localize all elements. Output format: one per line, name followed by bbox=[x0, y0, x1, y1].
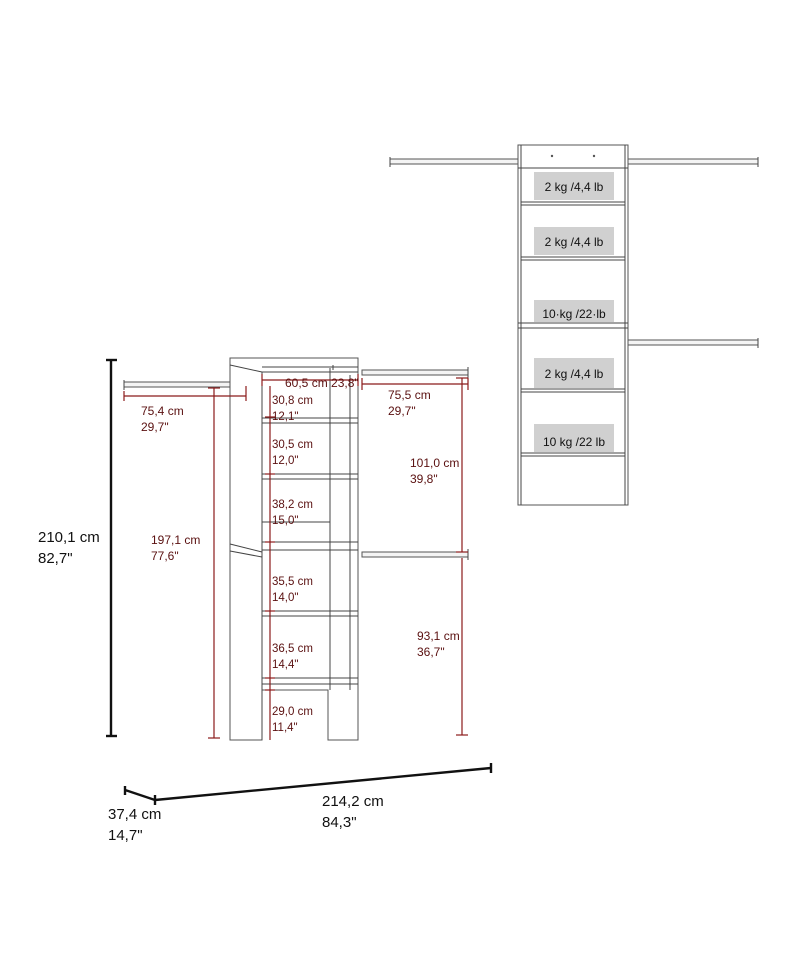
shelf-gap-2-cm: 30,5 cm bbox=[272, 439, 313, 451]
dimension-lines bbox=[123, 374, 469, 740]
shelf-gap-1-in: 12,1" bbox=[272, 411, 298, 423]
load-label-5: 10 kg /22 lb bbox=[543, 435, 605, 449]
shelf-gap-2-in: 12,0" bbox=[272, 455, 298, 467]
shelf-gap-3-cm: 38,2 cm bbox=[272, 499, 313, 511]
shelf-gap-6-cm: 29,0 cm bbox=[272, 706, 313, 718]
load-box-1 bbox=[534, 172, 614, 200]
left-rod-width-in: 29,7" bbox=[141, 420, 169, 434]
right-upper-drop-cm: 101,0 cm bbox=[410, 456, 459, 470]
load-label-1: 2 kg /4,4 lb bbox=[545, 180, 604, 194]
load-box-3 bbox=[534, 300, 614, 322]
tower-width-label: 60,5 cm 23,8" bbox=[285, 376, 359, 390]
overall-height-in: 82,7" bbox=[38, 550, 73, 567]
overall-height-cm: 210,1 cm bbox=[38, 529, 100, 546]
overall-width-in: 84,3" bbox=[322, 814, 357, 831]
load-box-5 bbox=[534, 424, 614, 452]
right-rod-width-cm: 75,5 cm bbox=[388, 388, 431, 402]
load-label-3: 10·kg /22·lb bbox=[542, 307, 606, 321]
right-upper-drop-in: 39,8" bbox=[410, 472, 438, 486]
left-rod-height-cm: 197,1 cm bbox=[151, 533, 200, 547]
load-box-2 bbox=[534, 227, 614, 255]
right-upper-hanging-rod bbox=[361, 369, 469, 376]
shelf-gap-1-cm: 30,8 cm bbox=[272, 395, 313, 407]
overall-depth-in: 14,7" bbox=[108, 827, 143, 844]
overall-width-cm: 214,2 cm bbox=[322, 793, 384, 810]
load-view-right-upper-rod bbox=[627, 158, 759, 165]
overall-dimension-lines bbox=[106, 358, 493, 805]
load-capacity-view: 2 kg /4,4 lb 2 kg /4,4 lb 10·kg /22·lb 2… bbox=[389, 144, 759, 506]
shelf-gap-6-in: 11,4" bbox=[272, 722, 298, 734]
dimension-view: 75,4 cm 29,7" 197,1 cm 77,6" 60,5 cm 23,… bbox=[38, 357, 493, 844]
shelving-tower bbox=[229, 357, 359, 741]
shelf-gap-5-in: 14,4" bbox=[272, 659, 298, 671]
right-lower-hanging-rod bbox=[361, 551, 469, 558]
load-label-4: 2 kg /4,4 lb bbox=[545, 367, 604, 381]
shelf-gap-4-cm: 35,5 cm bbox=[272, 576, 313, 588]
left-hanging-rod bbox=[123, 381, 243, 388]
shelf-gap-3-in: 15,0" bbox=[272, 515, 298, 527]
right-lower-height-cm: 93,1 cm bbox=[417, 629, 460, 643]
left-rod-width-cm: 75,4 cm bbox=[141, 404, 184, 418]
overall-depth-cm: 37,4 cm bbox=[108, 806, 161, 823]
right-lower-height-in: 36,7" bbox=[417, 645, 445, 659]
left-rod-height-in: 77,6" bbox=[151, 549, 179, 563]
load-view-right-lower-rod bbox=[627, 339, 759, 346]
load-view-left-rod bbox=[389, 158, 521, 165]
right-rod-width-in: 29,7" bbox=[388, 404, 416, 418]
load-box-4 bbox=[534, 358, 614, 388]
load-label-2: 2 kg /4,4 lb bbox=[545, 235, 604, 249]
shelf-gap-5-cm: 36,5 cm bbox=[272, 643, 313, 655]
shelf-gap-4-in: 14,0" bbox=[272, 592, 298, 604]
